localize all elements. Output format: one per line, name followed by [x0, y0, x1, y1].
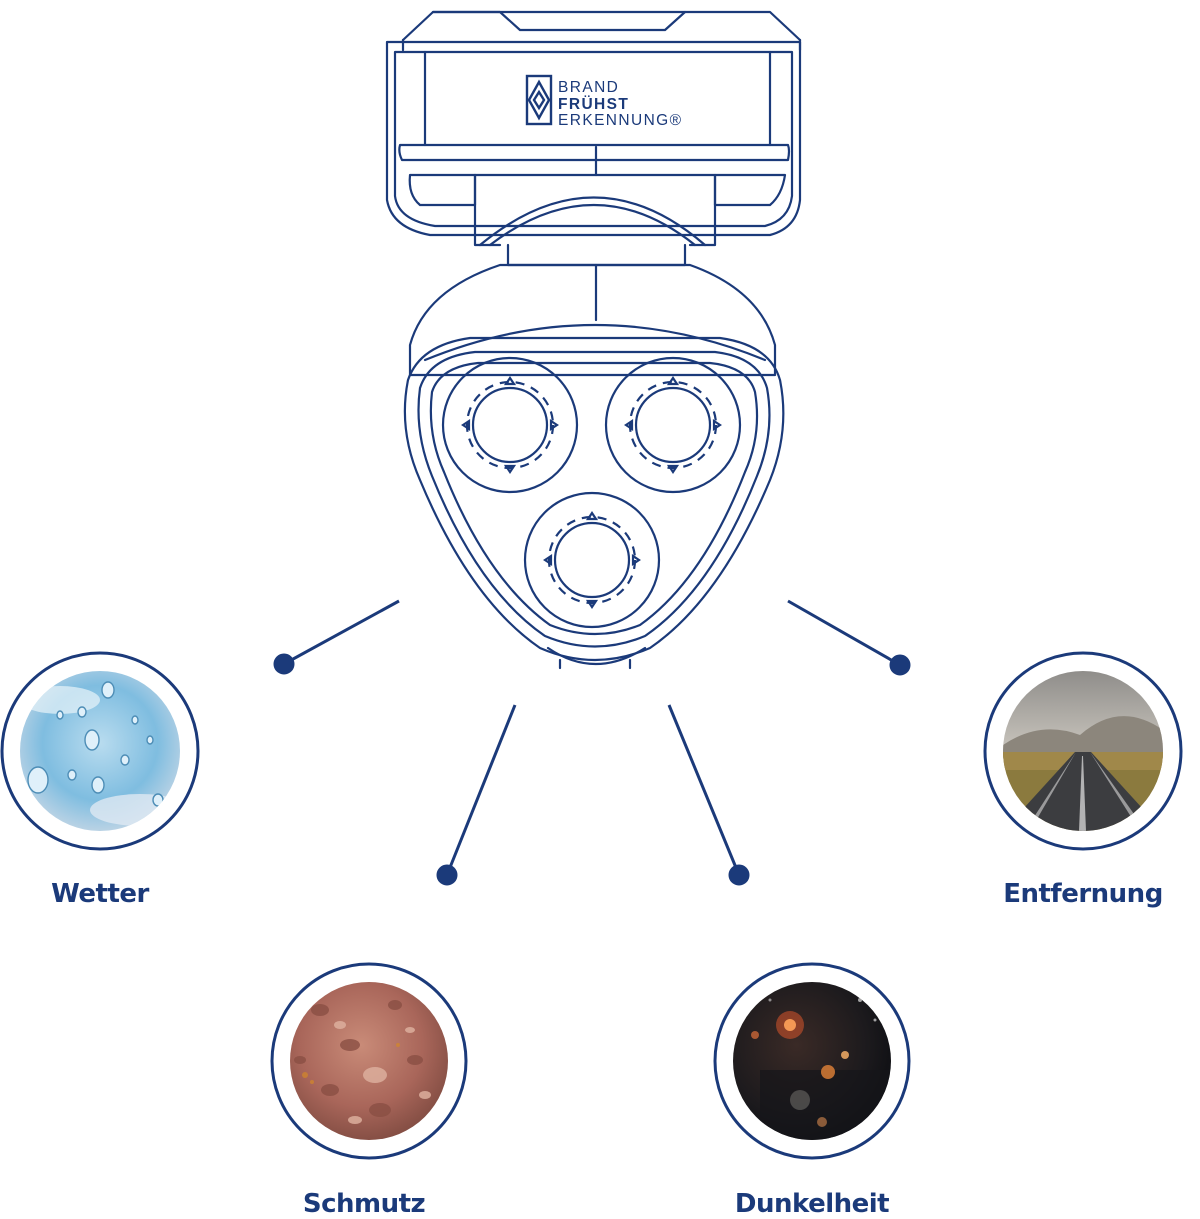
connector-wetter	[283, 599, 400, 666]
factor-label-dunkelheit: Dunkelheit	[734, 1189, 890, 1219]
sensor-window-right	[604, 356, 742, 494]
sensor-window-left	[441, 356, 579, 494]
water-droplets-photo	[0, 651, 200, 851]
factor-label-schmutz: Schmutz	[302, 1189, 426, 1219]
connector-dot-entfernung	[889, 654, 911, 676]
connector-schmutz	[445, 704, 517, 876]
connector-dot-schmutz	[436, 864, 458, 886]
night-lights-photo	[713, 962, 911, 1160]
factor-label-entfernung: Entfernung	[1003, 879, 1163, 909]
brand-diamond-logo-icon	[525, 74, 553, 126]
logo-line-erkennung: ERKENNUNG®	[558, 112, 682, 129]
connectors	[273, 599, 911, 886]
device-illustration	[385, 10, 802, 670]
brand-logo: BRAND FRÜHST ERKENNUNG®	[525, 74, 682, 129]
connector-dot-wetter	[273, 653, 295, 675]
long-road-photo	[983, 651, 1183, 851]
factor-label-wetter: Wetter	[51, 879, 149, 909]
sensor-window-bottom	[523, 491, 661, 629]
dirt-soil-photo	[270, 962, 468, 1160]
logo-line-brand: BRAND	[558, 79, 619, 96]
connector-dot-dunkelheit	[728, 864, 750, 886]
connector-entfernung	[787, 599, 901, 667]
connector-dunkelheit	[667, 704, 741, 876]
logo-line-fruehst: FRÜHST	[558, 96, 629, 113]
